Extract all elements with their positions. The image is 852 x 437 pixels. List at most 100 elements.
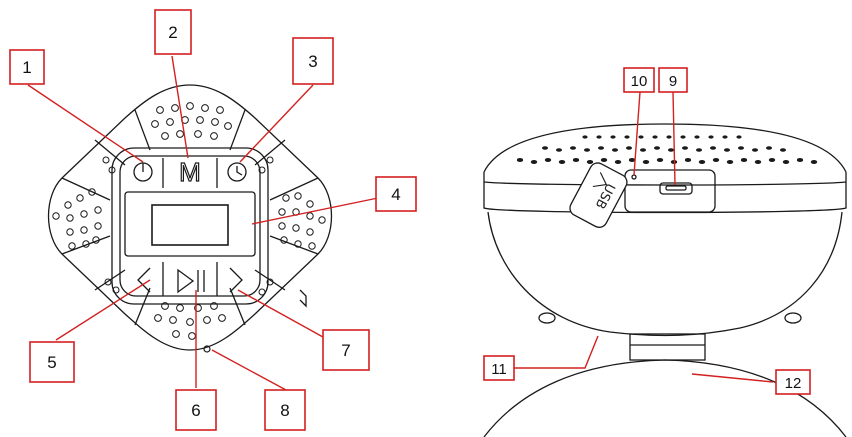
callout-3-box: [292, 37, 334, 85]
grille-hole: [66, 228, 74, 236]
callout-labels: 1 2 3 4 5 6 7 8 9 10 11 12: [22, 23, 801, 420]
lobe-divider: [269, 235, 319, 255]
callout-6-box: [175, 389, 217, 431]
grille-hole: [196, 116, 204, 124]
grille-hole: [318, 216, 326, 224]
previous-icon[interactable]: [137, 267, 151, 293]
speaker-body-outline: [47, 84, 333, 351]
grille-hole: [80, 226, 88, 234]
grille-hole: [722, 135, 728, 139]
grille-hole: [640, 148, 646, 152]
suction-neck: [629, 333, 706, 361]
grille-hole: [186, 318, 194, 326]
grille-hole: [556, 148, 562, 152]
grille-hole: [796, 158, 804, 162]
grille-hole: [582, 135, 588, 139]
grille-hole: [112, 286, 120, 294]
grille-hole: [682, 146, 688, 150]
callout-11-box: [483, 355, 515, 381]
grille-hole: [94, 222, 102, 230]
grille-hole: [696, 148, 702, 152]
callout-2-box: [154, 9, 192, 55]
grille-hole: [738, 146, 744, 150]
grille-hole: [210, 302, 218, 310]
grille-hole: [151, 120, 159, 128]
grille-hole: [558, 160, 566, 164]
grille-hole: [258, 288, 266, 296]
grille-hole: [530, 160, 538, 164]
grille-hole: [194, 304, 202, 312]
grille-hole: [666, 135, 672, 139]
callout-9: 9: [669, 73, 677, 90]
mode-button-label[interactable]: M: [179, 156, 202, 187]
grille-hole: [572, 158, 580, 162]
grille-hole: [652, 135, 658, 139]
grille-hole: [76, 194, 84, 202]
grille-hole: [544, 158, 552, 162]
grille-hole: [266, 156, 274, 164]
bottom-screw-right: [784, 312, 802, 324]
speaker-top-grille: [516, 135, 818, 164]
grille-hole: [656, 158, 664, 162]
callout-boxes: [9, 9, 811, 431]
grille-hole: [176, 304, 184, 312]
grille-hole: [210, 132, 218, 140]
lobe-divider: [229, 109, 246, 151]
grille-hole: [740, 158, 748, 162]
grille-hole: [218, 314, 226, 322]
grille-hole: [782, 160, 790, 164]
play-pause-button[interactable]: [177, 268, 205, 294]
grille-hole: [294, 192, 302, 200]
callout-8-box: [264, 389, 306, 431]
grille-hole: [166, 118, 174, 126]
clock-icon: [227, 162, 247, 182]
grille-hole: [628, 158, 636, 162]
grille-hole: [712, 158, 720, 162]
suction-cup: [483, 359, 847, 437]
grille-hole: [171, 104, 179, 112]
grille-hole: [694, 135, 700, 139]
power-button[interactable]: [133, 162, 153, 182]
callout-2: 2: [168, 23, 177, 42]
grille-hole: [570, 146, 576, 150]
grille-hole: [64, 201, 72, 209]
grille-hole: [624, 135, 630, 139]
display-screen: [151, 204, 229, 246]
grille-hole: [292, 224, 300, 232]
grille-hole: [708, 135, 714, 139]
usb-cover-flap[interactable]: [567, 160, 630, 230]
timer-button[interactable]: [227, 162, 247, 182]
grille-hole: [596, 135, 602, 139]
grille-hole: [66, 214, 74, 222]
grille-hole: [102, 156, 110, 164]
callout-3: 3: [308, 52, 317, 71]
grille-hole: [710, 146, 716, 150]
micro-usb-port[interactable]: [659, 182, 693, 195]
callout-7-box: [322, 329, 370, 371]
grille-hole: [108, 166, 116, 174]
grille-hole: [724, 148, 730, 152]
speaker-band: [483, 172, 847, 214]
next-icon[interactable]: [229, 267, 243, 293]
control-panel-inner: [119, 155, 261, 297]
play-pause-icon: [177, 268, 195, 294]
grille-hole: [614, 160, 622, 164]
callout-10-box: [623, 67, 655, 93]
callout-12: 12: [785, 375, 802, 392]
microphone-hole: [203, 345, 211, 353]
grille-hole: [216, 106, 224, 114]
grille-hole: [161, 302, 169, 310]
grille-hole: [810, 160, 818, 164]
grille-hole: [584, 148, 590, 152]
grille-hole: [610, 135, 616, 139]
grille-hole: [211, 118, 219, 126]
grille-hole: [752, 148, 758, 152]
grille-hole: [698, 160, 706, 164]
speaker-grille: [52, 102, 326, 340]
callout-6: 6: [191, 401, 200, 420]
grille-hole: [172, 330, 180, 338]
grille-hole: [278, 208, 286, 216]
callout-5: 5: [47, 353, 56, 372]
reset-hole: [631, 174, 637, 180]
